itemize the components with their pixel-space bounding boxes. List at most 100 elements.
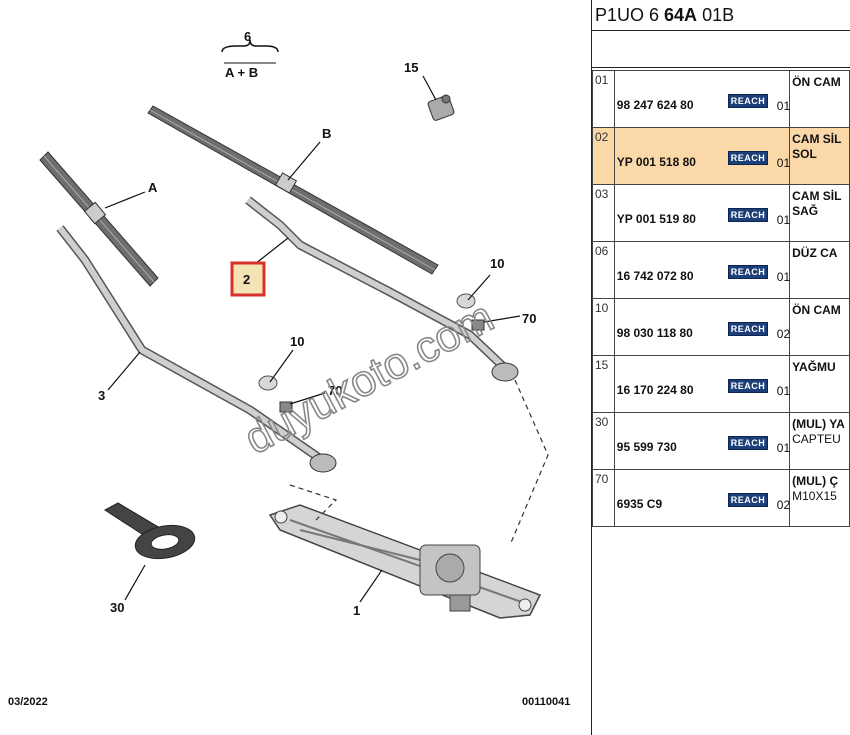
diagram-canvas: 6 A + B A B 15 2 10 70 10 70 3 30 1 duyu… bbox=[8, 29, 570, 708]
part-number[interactable]: 95 599 730 bbox=[616, 440, 677, 454]
description: (MUL) YA bbox=[792, 417, 845, 431]
nut-70-right[interactable] bbox=[471, 319, 485, 331]
wiper-arm-left[interactable] bbox=[56, 225, 337, 473]
description-sub: SAĞ bbox=[792, 204, 819, 218]
ref-prefix: P1UO 6 bbox=[595, 5, 665, 25]
part-number-cell: 98 030 118 80 REACH 02 bbox=[613, 298, 791, 356]
table-row[interactable]: 06 16 742 072 80 REACH 01 DÜZ CA bbox=[592, 241, 850, 299]
diagram-date: 03/2022 bbox=[8, 696, 48, 708]
callout-15: 15 bbox=[404, 60, 418, 75]
nut-70-left[interactable] bbox=[279, 401, 293, 413]
quantity: 01 bbox=[776, 384, 791, 398]
quantity: 01 bbox=[776, 441, 791, 455]
dashed-guide-left bbox=[289, 484, 338, 521]
callout-2-highlight-box[interactable] bbox=[230, 261, 266, 297]
rain-sensor[interactable] bbox=[427, 94, 455, 121]
description: ÖN CAM bbox=[792, 303, 841, 317]
callout-70-left: 70 bbox=[328, 383, 342, 398]
part-number-cell: 6935 C9 REACH 02 bbox=[613, 469, 791, 527]
wiper-blade-a[interactable] bbox=[39, 151, 159, 287]
wiper-blade-b[interactable] bbox=[147, 105, 439, 275]
callout-10-right: 10 bbox=[490, 256, 504, 271]
watermark: duyukoto.com bbox=[237, 292, 502, 464]
part-number[interactable]: 98 247 624 80 bbox=[616, 98, 694, 112]
description: (MUL) Ç bbox=[792, 474, 839, 488]
description: ÖN CAM bbox=[792, 75, 841, 89]
dashed-guide-right bbox=[509, 379, 549, 546]
description-sub: CAPTEU bbox=[792, 432, 841, 446]
part-number-cell: 16 742 072 80 REACH 01 bbox=[613, 241, 791, 299]
part-number[interactable]: 6935 C9 bbox=[616, 497, 663, 511]
quantity: 01 bbox=[776, 213, 791, 227]
callout-b: B bbox=[322, 126, 331, 141]
parts-panel: P1UO 6 64A 01B 01 98 247 624 80 REACH 01 Ö… bbox=[592, 0, 850, 735]
row-index: 10 bbox=[592, 298, 615, 356]
wiper-arm-right[interactable] bbox=[245, 196, 519, 382]
brace-6 bbox=[221, 39, 279, 53]
table-row[interactable]: 10 98 030 118 80 REACH 02 ÖN CAM bbox=[592, 298, 850, 356]
cap-10-left[interactable] bbox=[258, 375, 278, 391]
description-cell: DÜZ CA bbox=[789, 241, 850, 299]
leader-lines bbox=[104, 75, 521, 603]
callout-1: 1 bbox=[353, 603, 360, 618]
part-number[interactable]: 16 170 224 80 bbox=[616, 383, 694, 397]
reach-badge: REACH bbox=[727, 94, 769, 108]
callout-2: 2 bbox=[243, 272, 250, 287]
ref-suffix: 01B bbox=[697, 5, 735, 25]
part-number[interactable]: 16 742 072 80 bbox=[616, 269, 694, 283]
part-number[interactable]: 98 030 118 80 bbox=[616, 326, 693, 340]
description: CAM SİL bbox=[792, 132, 842, 146]
row-index: 02 bbox=[592, 127, 615, 185]
parts-table: 01 98 247 624 80 REACH 01 ÖN CAM 02 YP 001… bbox=[592, 70, 850, 527]
description: CAM SİL bbox=[792, 189, 842, 203]
row-index: 06 bbox=[592, 241, 615, 299]
part-number[interactable]: YP 001 518 80 bbox=[616, 155, 696, 169]
callout-10-left: 10 bbox=[290, 334, 304, 349]
quantity: 02 bbox=[776, 498, 791, 512]
header-spacer-row bbox=[592, 31, 850, 68]
callout-a: A bbox=[148, 180, 158, 195]
part-number[interactable]: YP 001 519 80 bbox=[616, 212, 696, 226]
description-sub: SOL bbox=[792, 147, 817, 161]
reach-badge: REACH bbox=[727, 322, 769, 336]
callout-30: 30 bbox=[110, 600, 124, 615]
row-index: 30 bbox=[592, 412, 615, 470]
description: YAĞMU bbox=[792, 360, 836, 374]
part-number-cell: 98 247 624 80 REACH 01 bbox=[613, 70, 791, 128]
description-cell: YAĞMU bbox=[789, 355, 850, 413]
wiper-linkage-motor[interactable] bbox=[268, 504, 542, 619]
row-index: 03 bbox=[592, 184, 615, 242]
callout-a-plus-b: A + B bbox=[225, 65, 258, 80]
table-row[interactable]: 01 98 247 624 80 REACH 01 ÖN CAM bbox=[592, 70, 850, 128]
row-index: 70 bbox=[592, 469, 615, 527]
quantity: 01 bbox=[776, 99, 791, 113]
quantity: 02 bbox=[776, 327, 791, 341]
description-cell: ÖN CAM bbox=[789, 70, 850, 128]
description-cell: ÖN CAM bbox=[789, 298, 850, 356]
reference-header: P1UO 6 64A 01B bbox=[592, 0, 850, 31]
reach-badge: REACH bbox=[727, 151, 769, 165]
callout-70-right: 70 bbox=[522, 311, 536, 326]
adhesive-tape-roll[interactable] bbox=[104, 502, 197, 563]
callout-3: 3 bbox=[98, 388, 105, 403]
ref-bold: 64A bbox=[664, 5, 698, 25]
description: DÜZ CA bbox=[792, 246, 838, 260]
quantity: 01 bbox=[776, 270, 791, 284]
quantity: 01 bbox=[776, 156, 791, 170]
reach-badge: REACH bbox=[727, 265, 769, 279]
part-number-cell: YP 001 518 80 REACH 01 bbox=[613, 127, 791, 185]
reach-badge: REACH bbox=[727, 493, 769, 507]
diagram-code: 00110041 bbox=[522, 696, 570, 708]
